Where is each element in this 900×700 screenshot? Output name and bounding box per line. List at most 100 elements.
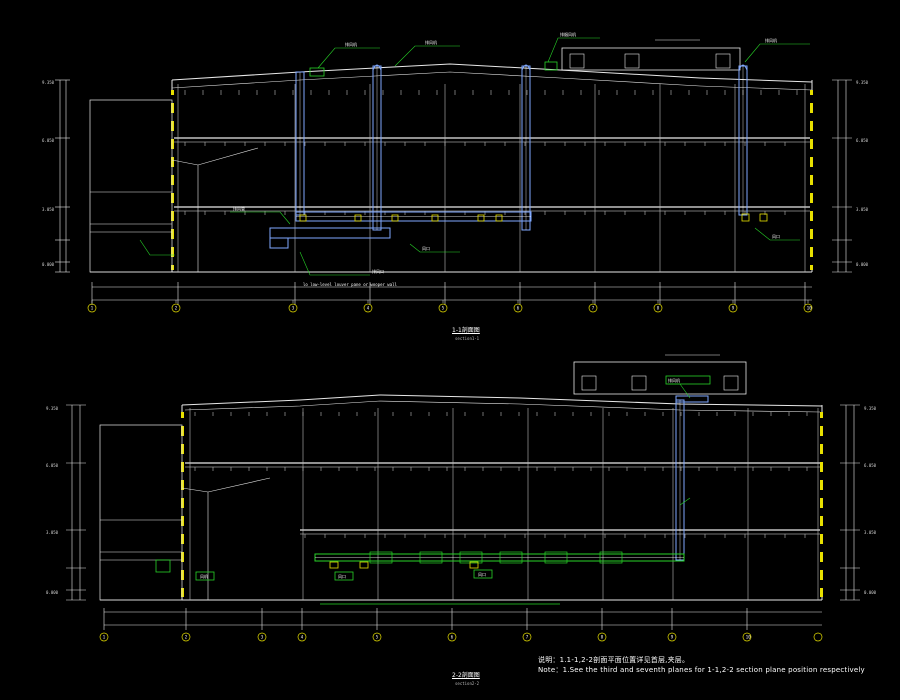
leader-label: 风口: [772, 234, 780, 239]
leader-note: lo low-level louver pane or wooper wall: [303, 282, 398, 287]
axis-label: 5: [442, 306, 445, 311]
glazing-gap: [810, 239, 813, 247]
glazing-gap: [171, 185, 174, 193]
glazing-gap: [820, 490, 823, 498]
leader-label: 风口: [422, 246, 430, 251]
level-tag: 9.350: [46, 406, 59, 411]
leader-label: 风机: [200, 573, 208, 579]
axis-bubble: [171, 303, 181, 313]
leader-label: 排风机: [425, 39, 437, 45]
annex-fan-unit: [155, 559, 171, 573]
axis-label: 7: [526, 635, 529, 640]
duct-elbow: [372, 64, 382, 71]
axis-bubble: [653, 303, 663, 313]
leader-line: [299, 251, 370, 276]
axis-label: 1: [91, 306, 94, 311]
glazing-gap: [181, 436, 184, 444]
glazing-gap: [181, 418, 184, 426]
roof-fan-label-box: [665, 375, 711, 385]
section-1-1-subtitle: section1-1: [455, 336, 480, 341]
glazing-gap: [171, 167, 174, 175]
left-glazing: [181, 412, 184, 597]
leader-line: [394, 45, 460, 67]
level-tag: 0.000: [42, 262, 55, 267]
glazing-gap: [171, 203, 174, 211]
roof-louver-1: [581, 375, 597, 391]
roof-louver-2: [624, 53, 640, 69]
level-tag: 3.050: [864, 530, 877, 535]
leader-line: [668, 383, 691, 399]
duct-outlet: [741, 213, 750, 222]
section-1-1-title: 1-1剖面图: [452, 327, 480, 334]
axis-bubble: [513, 303, 523, 313]
stair-diagonal: [171, 147, 259, 166]
glazing-gap: [810, 185, 813, 193]
duct-segment: [599, 551, 623, 564]
stair-diagonal: [181, 477, 271, 493]
axis-label: 3: [292, 306, 295, 311]
duct-top-run: [675, 395, 709, 403]
axis-label: 3: [261, 635, 264, 640]
glazing-gap: [820, 454, 823, 462]
axis-bubble: [363, 303, 373, 313]
axis-bubble: [438, 303, 448, 313]
glazing-gap: [181, 508, 184, 516]
glazing-gap: [820, 526, 823, 534]
axis-bubble: [813, 632, 823, 642]
glazing-gap: [820, 418, 823, 426]
axis-bubble: [597, 632, 607, 642]
axis-label: 1: [103, 635, 106, 640]
note-line-cn: 说明：1.1-1,2-2剖面平面位置详见首层,夹层。: [538, 656, 690, 664]
level-tag: 9.350: [42, 80, 55, 85]
level-tag: 9.350: [864, 406, 877, 411]
roof-louver-2: [631, 375, 647, 391]
glazing-gap: [171, 221, 174, 229]
duct-segment: [544, 551, 568, 564]
leader-label: 排烟风机: [560, 31, 576, 37]
glazing-gap: [820, 562, 823, 570]
label-box: [473, 569, 493, 579]
axis-label: 10: [746, 635, 751, 640]
leader-label: 风口: [338, 574, 346, 579]
level-tag: 3.050: [856, 207, 869, 212]
level-tag: 6.050: [46, 463, 59, 468]
level-tag: 6.050: [856, 138, 869, 143]
axis-label: 8: [601, 635, 604, 640]
glazing-gap: [820, 472, 823, 480]
axis-bubble: [288, 303, 298, 313]
roof-underside: [184, 400, 821, 413]
level-tag: 6.050: [864, 463, 877, 468]
leader-line: [409, 243, 460, 253]
glazing-gap: [820, 508, 823, 516]
duct-outlet: [299, 214, 307, 222]
glazing-gap: [181, 544, 184, 552]
left-annex: [99, 424, 183, 601]
glazing-gap: [820, 544, 823, 552]
axis-bubble: [667, 632, 677, 642]
section-2-2-subtitle: section2-2: [455, 681, 480, 686]
duct-fitting: [269, 237, 289, 249]
axis-label: 6: [451, 635, 454, 640]
roof-line: [171, 63, 813, 83]
axis-bubble: [87, 303, 97, 313]
lower-duct: [269, 227, 391, 239]
glazing-gap: [810, 149, 813, 157]
axis-label: 4: [301, 635, 304, 640]
drawing-notes: 说明：1.1-1,2-2剖面平面位置详见首层,夹层。 Note：1.See th…: [538, 655, 865, 675]
axis-label: 2: [185, 635, 188, 640]
duct-outlet: [359, 561, 369, 569]
axis-bubble: [728, 303, 738, 313]
duct-outlet: [431, 214, 439, 222]
note-line-en: Note：1.See the third and seventh planes …: [538, 666, 865, 674]
glazing-gap: [181, 472, 184, 480]
glazing-gap: [181, 490, 184, 498]
duct-outlet: [391, 214, 399, 222]
glazing-gap: [810, 257, 813, 265]
glazing-gap: [181, 454, 184, 462]
roof-underside: [171, 71, 813, 91]
glazing-gap: [181, 580, 184, 588]
axis-label: 7: [592, 306, 595, 311]
duct-outlet: [759, 213, 768, 222]
